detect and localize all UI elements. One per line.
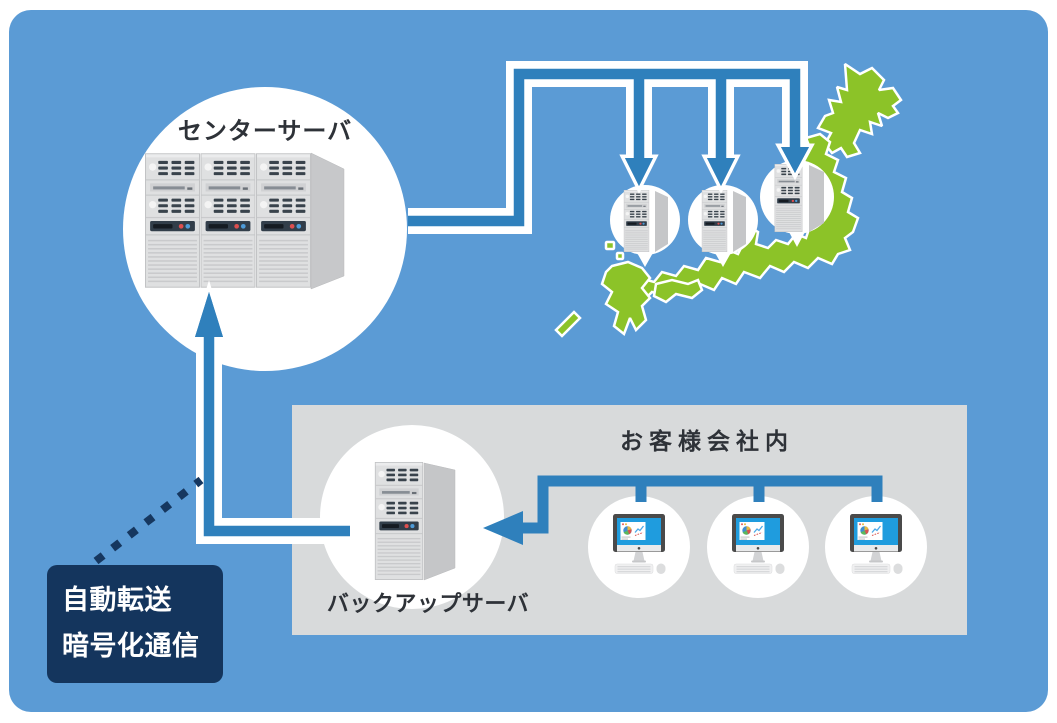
callout-line1: 自動転送 <box>62 585 172 615</box>
connector-clients-to-backup <box>523 475 883 534</box>
backup-server-label: バックアップサーバ <box>326 591 530 616</box>
pin-tail <box>788 230 806 247</box>
regional-server-pin <box>760 160 834 247</box>
shikoku-shape <box>652 278 704 304</box>
rack-server-icon <box>145 152 345 290</box>
regional-server-pin <box>610 185 680 267</box>
connector-center-to-branches <box>408 61 815 234</box>
callout-box: 自動転送 暗号化通信 <box>47 565 223 683</box>
hokkaido-shape <box>816 62 903 159</box>
connector-backup-to-center <box>190 280 350 544</box>
callout-line2: 暗号化通信 <box>62 631 200 661</box>
center-server-label: センターサーバ <box>177 118 353 145</box>
kyushu-shape <box>600 260 652 337</box>
small-island <box>604 240 616 251</box>
arrow-left-icon <box>483 511 523 545</box>
japan-map-icon <box>554 62 903 338</box>
customer-office-label: お客様会社内 <box>620 428 794 454</box>
pin-tail <box>714 251 732 267</box>
okinawa-shape <box>554 310 582 338</box>
regional-server-pin <box>688 185 758 267</box>
tower-server-icon <box>374 461 456 581</box>
small-island <box>615 251 625 261</box>
dashed-callout-line <box>93 476 204 565</box>
pin-tail <box>636 251 654 267</box>
